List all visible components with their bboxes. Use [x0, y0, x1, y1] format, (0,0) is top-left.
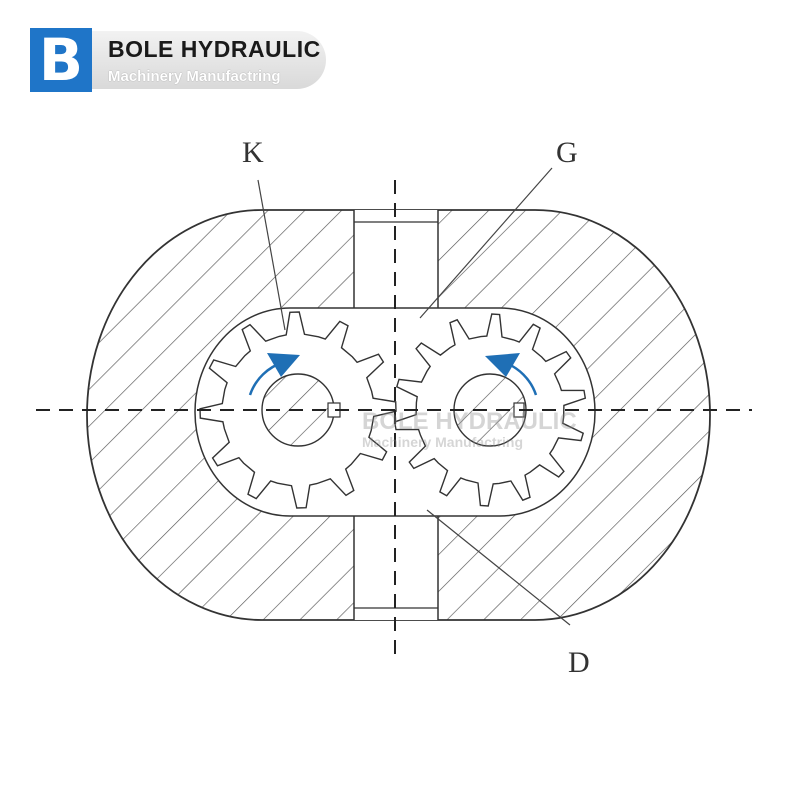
curved-arrow-icon	[248, 353, 300, 396]
logo-subtitle: Machinery Manufactring	[108, 68, 281, 85]
curved-arrow-icon	[485, 353, 538, 396]
label-g: G	[556, 136, 578, 169]
label-k: K	[242, 136, 264, 169]
leader-g	[419, 167, 553, 319]
leader-k	[257, 179, 286, 331]
label-d: D	[568, 646, 590, 679]
logo-title: BOLE HYDRAULIC	[108, 36, 321, 62]
logo-panel	[92, 31, 326, 89]
company-logo: B BOLE HYDRAULIC Machinery Manufactring	[30, 28, 326, 92]
logo-mark: B	[30, 28, 92, 92]
pump-housing	[86, 209, 711, 621]
leader-d	[426, 509, 571, 626]
right-gear	[393, 313, 587, 507]
